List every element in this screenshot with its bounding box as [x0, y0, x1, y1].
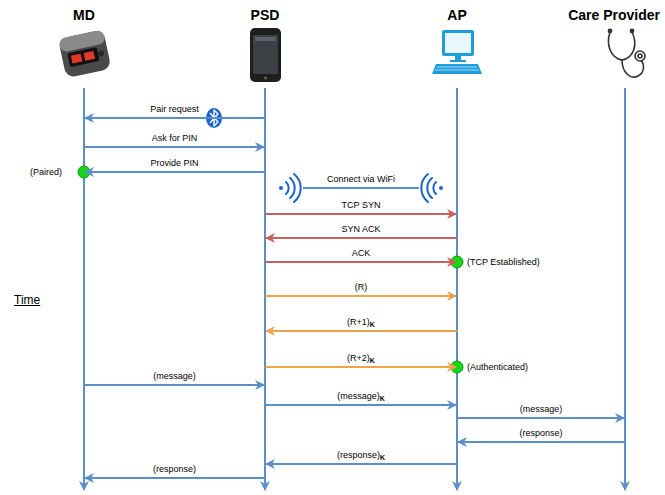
message-label: TCP SYN	[340, 200, 383, 211]
message-label: Connect via WiFi	[325, 174, 397, 185]
message-label: (response)K	[335, 450, 387, 461]
axis-label: Time	[14, 295, 40, 306]
message-label: (R)	[353, 282, 370, 293]
stethoscope-icon	[608, 29, 645, 77]
message-arrow	[266, 330, 457, 332]
message-arrow	[85, 117, 265, 119]
phone-icon	[250, 28, 281, 82]
message-arrow	[265, 261, 456, 263]
message-label: (message)	[518, 404, 565, 415]
participant: MD	[73, 6, 95, 24]
message-label: (message)	[151, 371, 198, 382]
participant: PSD	[251, 6, 280, 24]
message-label: Ask for PIN	[150, 133, 200, 144]
state-label: (Paired)	[30, 167, 62, 178]
message-arrow	[265, 404, 456, 406]
message-arrow	[265, 295, 456, 297]
participant-name: Care Provider	[568, 6, 660, 24]
message-arrow	[85, 171, 265, 173]
message-arrow	[458, 441, 625, 443]
lifeline	[83, 88, 85, 490]
message-arrow	[265, 366, 456, 368]
message-label: Provide PIN	[148, 158, 200, 169]
lifeline	[456, 88, 458, 490]
message-label: (response)	[151, 464, 198, 475]
message-arrow	[266, 463, 457, 465]
lifeline	[624, 88, 626, 490]
message-arrow	[303, 187, 419, 189]
message-label: SYN ACK	[339, 224, 382, 235]
state-dots	[78, 166, 463, 373]
message-arrow	[266, 237, 457, 239]
message-arrow	[457, 417, 624, 419]
participant: Care Provider	[568, 6, 660, 24]
message-label: (message)K	[335, 391, 387, 402]
message-arrow	[85, 477, 265, 479]
participant: AP	[447, 6, 466, 24]
participant-name: AP	[447, 6, 466, 24]
participant-name: PSD	[251, 6, 280, 24]
message-label: (R+2)K	[345, 353, 377, 364]
state-label: (Authenticated)	[467, 362, 528, 373]
message-label: (response)	[517, 428, 564, 439]
message-label: ACK	[350, 248, 373, 259]
participant-name: MD	[73, 6, 95, 24]
message-label: Pair request	[148, 104, 201, 115]
wifi-icon	[279, 174, 443, 202]
lifeline	[264, 88, 266, 490]
message-arrow	[84, 146, 264, 148]
lifelines	[84, 88, 625, 490]
state-label: (TCP Established)	[467, 257, 540, 268]
computer-icon	[432, 30, 482, 74]
oximeter-icon	[58, 29, 111, 78]
message-arrow	[265, 213, 456, 215]
message-arrow	[84, 384, 264, 386]
message-label: (R+1)K	[345, 317, 377, 328]
